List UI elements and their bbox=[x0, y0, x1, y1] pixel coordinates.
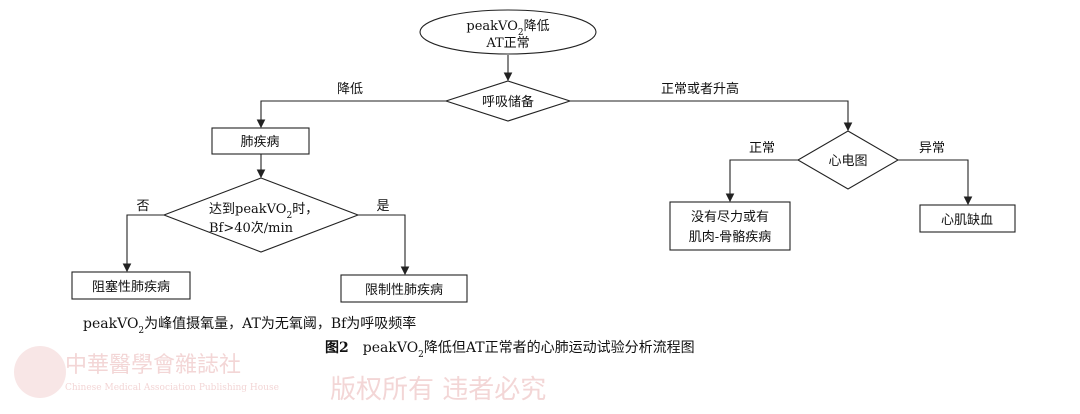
arrow-reserve-to-lung bbox=[256, 100, 446, 129]
arrow-bf-to-obstructive bbox=[122, 214, 164, 273]
start-line1: peakVO2降低 bbox=[466, 19, 549, 38]
ecg-decision: 心电图 bbox=[796, 130, 900, 190]
obstructive-label: 阻塞性肺疾病 bbox=[92, 279, 170, 295]
lung-disease-label: 肺疾病 bbox=[240, 135, 279, 150]
watermark-cn: 中華醫學會雜誌社 bbox=[65, 353, 241, 378]
restrictive-node: 限制性肺疾病 bbox=[340, 274, 468, 303]
watermark: 中華醫學會雜誌社 Chinese Medical Association Pub… bbox=[14, 346, 546, 405]
edge-label-yes: 是 bbox=[376, 199, 389, 214]
watermark-logo-icon bbox=[14, 346, 66, 398]
bf-line2: Bf>40次/min bbox=[209, 220, 294, 236]
arrow-bf-to-restrictive bbox=[358, 214, 410, 276]
obstructive-node: 阻塞性肺疾病 bbox=[71, 271, 191, 300]
lung-disease-node: 肺疾病 bbox=[211, 127, 310, 155]
breath-reserve-label: 呼吸储备 bbox=[482, 94, 534, 110]
restrictive-label: 限制性肺疾病 bbox=[365, 283, 443, 298]
arrow-ecg-to-ischemia bbox=[898, 159, 973, 206]
watermark-rights: 版权所有 违者必究 bbox=[330, 375, 546, 405]
footnote: peakVO2为峰值摄氧量，AT为无氧阈，Bf为呼吸频率 bbox=[83, 315, 416, 336]
start-node: peakVO2降低 AT正常 bbox=[419, 9, 597, 55]
start-line2: AT正常 bbox=[485, 36, 529, 51]
no-effort-line1: 没有尽力或有 bbox=[691, 210, 769, 225]
watermark-en: Chinese Medical Association Publishing H… bbox=[65, 383, 279, 393]
bf-decision: 达到peakVO2时， Bf>40次/min bbox=[162, 177, 360, 253]
edge-label-decrease: 降低 bbox=[337, 82, 363, 97]
no-effort-line2: 肌肉-骨骼疾病 bbox=[689, 229, 771, 245]
edge-label-no: 否 bbox=[136, 199, 149, 214]
breath-reserve-decision: 呼吸储备 bbox=[444, 80, 572, 122]
ischemia-label: 心肌缺血 bbox=[941, 213, 993, 228]
edge-label-ecg-abnormal: 异常 bbox=[919, 141, 945, 156]
arrow-ecg-to-no-effort bbox=[725, 159, 798, 203]
edge-label-normal-or-high: 正常或者升高 bbox=[661, 81, 739, 97]
ecg-label: 心电图 bbox=[828, 154, 867, 169]
no-effort-node: 没有尽力或有 肌肉-骨骼疾病 bbox=[669, 201, 791, 251]
arrow-reserve-to-ecg bbox=[570, 100, 853, 132]
connectors bbox=[122, 55, 973, 276]
edge-label-ecg-normal: 正常 bbox=[749, 141, 775, 156]
ischemia-node: 心肌缺血 bbox=[919, 204, 1016, 233]
bf-line1: 达到peakVO2时， bbox=[209, 202, 318, 221]
